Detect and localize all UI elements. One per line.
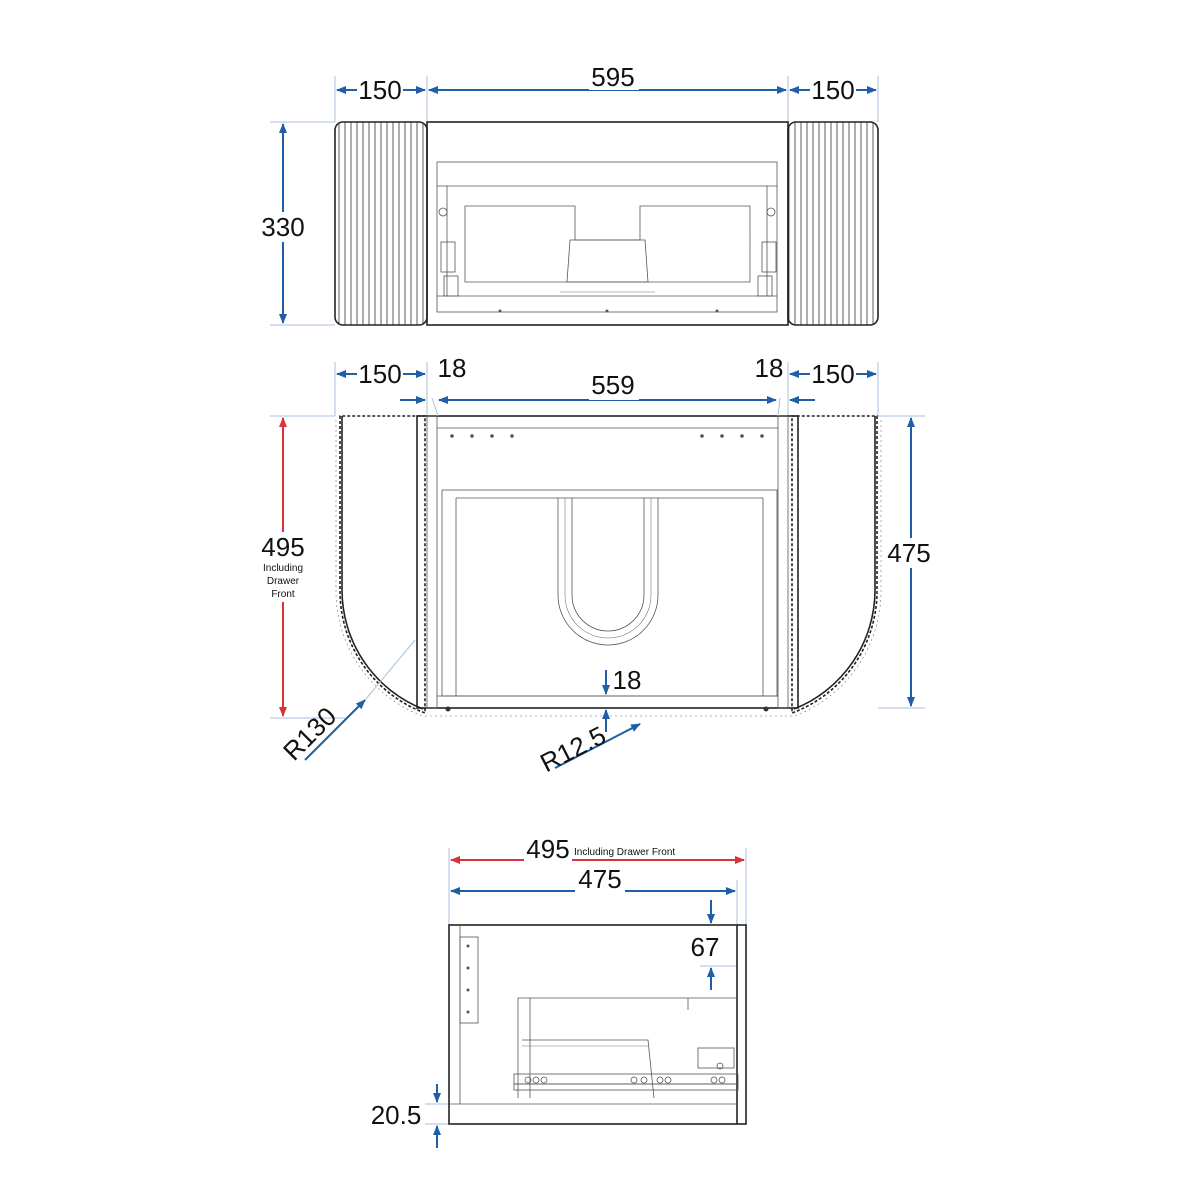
plan-depth-incl-note-1: Including	[263, 563, 303, 574]
dim-line-outer-radius	[304, 699, 366, 761]
plan-right-panel-label: 18	[755, 353, 784, 383]
right-fluted-panel	[787, 121, 879, 326]
side-top-offset-label: 67	[691, 932, 720, 962]
plan-left-curved-side	[339, 415, 426, 715]
plan-left-panel-label: 18	[438, 353, 467, 383]
left-fluted-panel	[334, 121, 428, 326]
front-height-label: 330	[261, 212, 304, 242]
plan-depth-incl-note-2: Drawer	[267, 576, 300, 587]
side-view: 495 Including Drawer Front 475 67 20.5	[371, 834, 747, 1148]
front-center-cabinet	[426, 121, 789, 326]
plan-front-panel-label: 18	[613, 665, 642, 695]
dim-line-inner-radius	[554, 723, 641, 769]
side-depth-incl-note: Including Drawer Front	[574, 847, 675, 858]
front-view: 150 595 150 330	[258, 62, 879, 326]
front-center-width-label: 595	[591, 62, 634, 92]
front-left-width-label: 150	[358, 75, 401, 105]
plan-center-width-label: 559	[591, 370, 634, 400]
plan-depth-incl-label: 495	[261, 532, 304, 562]
plan-right-curved-side	[791, 415, 878, 715]
side-depth-label: 475	[578, 864, 621, 894]
plan-depth-label: 475	[887, 538, 930, 568]
side-cabinet	[448, 924, 747, 1125]
plan-center-carcass	[416, 415, 799, 712]
plan-view: 150 18 559 18 150 495 Including Drawer F…	[258, 353, 936, 778]
plan-inner-radius-label: R12.5	[535, 720, 610, 778]
side-depth-incl-label: 495	[526, 834, 569, 864]
plan-left-width-label: 150	[358, 359, 401, 389]
plan-right-width-label: 150	[811, 359, 854, 389]
front-right-width-label: 150	[811, 75, 854, 105]
side-base-thickness-label: 20.5	[371, 1100, 422, 1130]
plan-depth-incl-note-3: Front	[271, 589, 295, 600]
